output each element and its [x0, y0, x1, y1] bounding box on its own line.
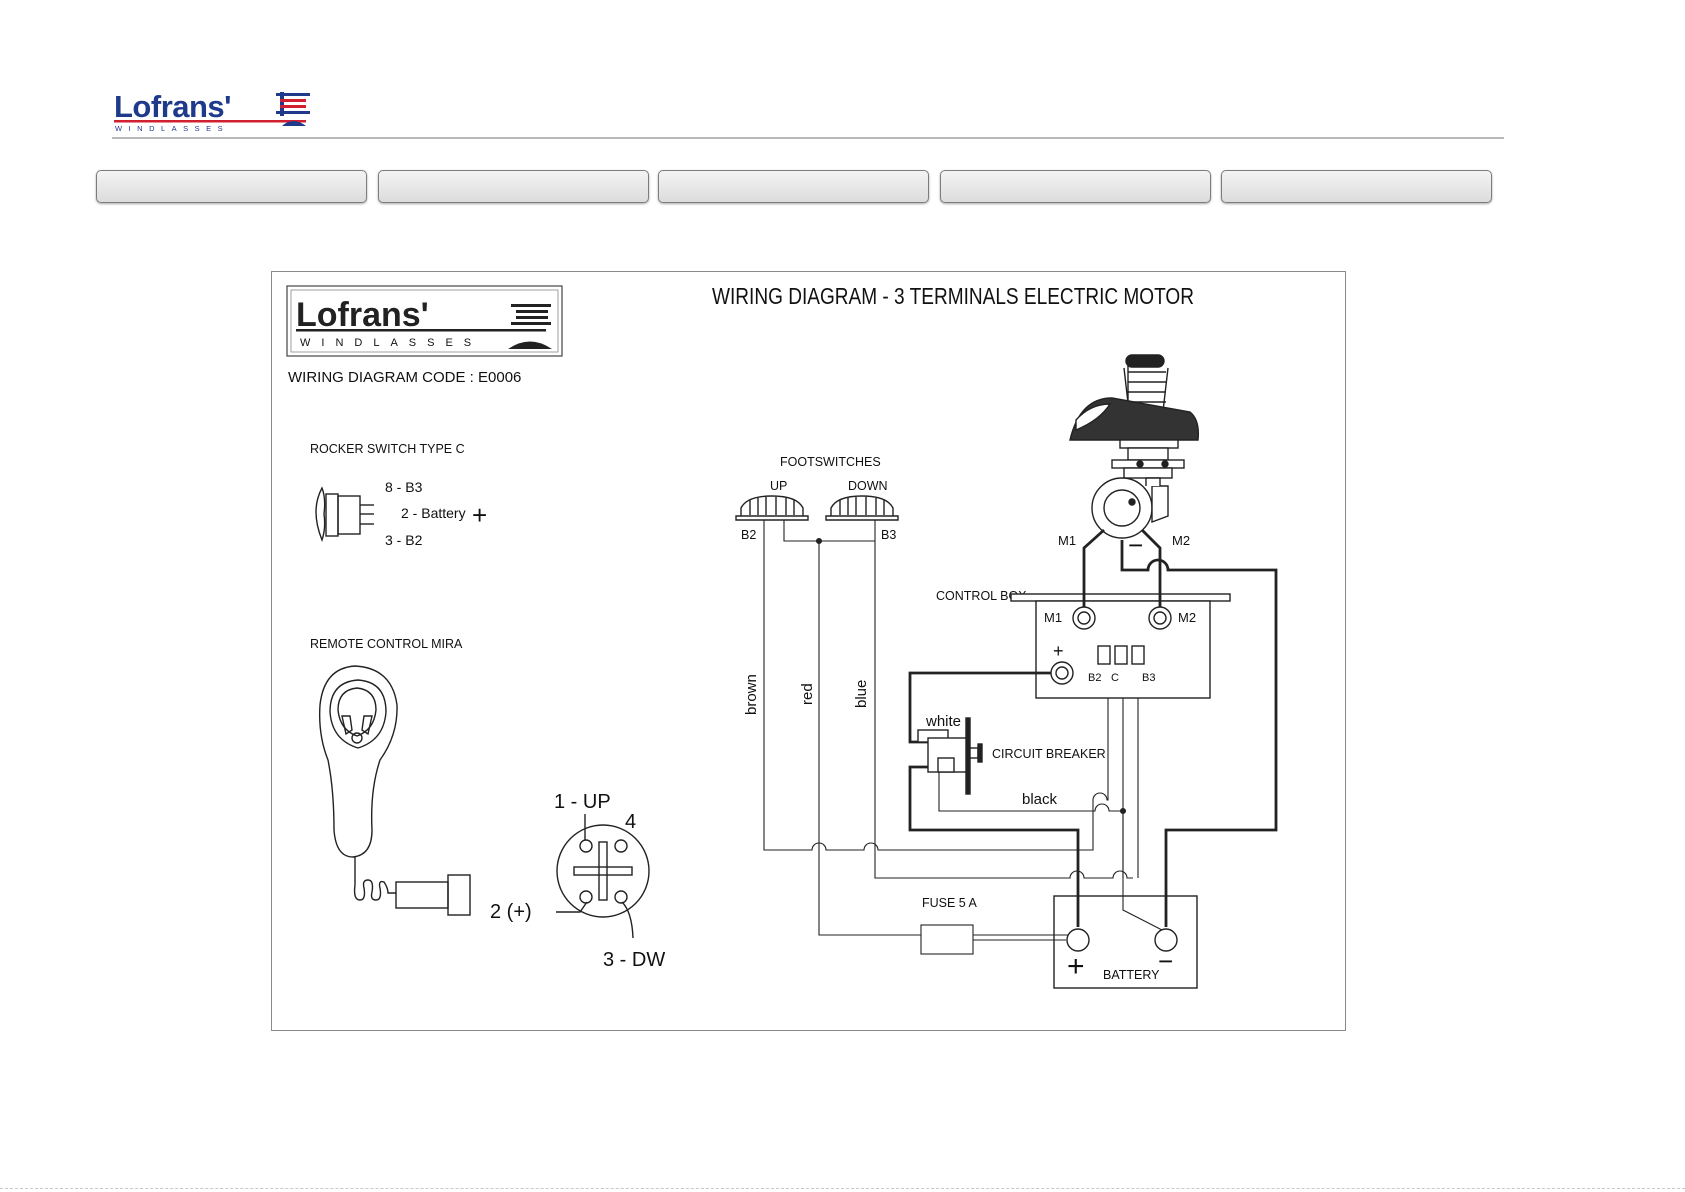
logo-tagline: WINDLASSES	[115, 124, 229, 132]
diagram-logo-wordmark: Lofrans'	[296, 296, 429, 334]
logo-wordmark: Lofrans'	[114, 89, 231, 124]
footswitch-wiring	[763, 520, 1163, 945]
diagram-logo-spool-icon	[508, 304, 552, 349]
circuit-breaker-label: CIRCUIT BREAKER	[992, 747, 1106, 761]
footswitch-b2-label: B2	[741, 528, 756, 542]
battery-label: BATTERY	[1103, 968, 1160, 982]
control-box-c-label: C	[1111, 672, 1119, 684]
control-box-m2-label: M2	[1178, 610, 1196, 625]
rocker-pin-3-b2: 3 - B2	[385, 532, 423, 548]
diagram-frame	[271, 271, 1346, 1031]
control-box-plus-sign: +	[1053, 641, 1064, 661]
fuse-icon	[920, 924, 1066, 955]
control-box-b2-label: B2	[1088, 672, 1101, 684]
control-box-m1-label: M1	[1044, 610, 1062, 625]
rocker-pin-2-battery: 2 - Battery	[401, 505, 466, 521]
wiring-diagram: Lofrans' WINDLASSES WIRING DIAGRAM - 3 T…	[286, 283, 1278, 989]
diagram-code: WIRING DIAGRAM CODE : E0006	[288, 369, 521, 386]
circuit-breaker-icon	[917, 717, 983, 795]
battery-plus-sign: +	[1067, 950, 1085, 983]
windlass-icon	[1069, 354, 1200, 539]
wire-brown-label: brown	[743, 674, 760, 715]
rocker-pin-8-b3: 8 - B3	[385, 479, 423, 495]
remote-title: REMOTE CONTROL MIRA	[310, 637, 463, 651]
footswitch-down-icon	[825, 495, 899, 521]
wire-white-label: white	[925, 713, 961, 730]
nav-button-2[interactable]	[378, 170, 649, 203]
lofrans-logo: Lofrans' WINDLASSES	[114, 89, 310, 132]
page-bottom-rule	[0, 1188, 1685, 1189]
diagram-logo-tagline: WINDLASSES	[300, 337, 482, 349]
header-divider	[112, 137, 1504, 139]
battery-icon	[1053, 895, 1198, 989]
control-box-b3-label: B3	[1142, 672, 1155, 684]
rocker-plus-sign: +	[472, 500, 487, 530]
diagram-title: WIRING DIAGRAM - 3 TERMINALS ELECTRIC MO…	[712, 283, 1194, 309]
remote-connector-icon	[556, 814, 650, 939]
diagram-logo: Lofrans' WINDLASSES	[286, 285, 563, 357]
motor-m2-label: M2	[1172, 533, 1190, 548]
rocker-switch-icon	[315, 486, 374, 543]
remote-pin-3-dw: 3 - DW	[603, 949, 665, 971]
logo-spool-icon	[276, 92, 310, 126]
remote-pin-1-up: 1 - UP	[554, 791, 611, 813]
control-box	[1010, 593, 1231, 699]
motor-minus-sign: −	[1128, 530, 1143, 560]
nav-button-4[interactable]	[940, 170, 1211, 203]
rocker-switch-title: ROCKER SWITCH TYPE C	[310, 442, 465, 456]
remote-pin-2-plus: 2 (+)	[490, 901, 532, 923]
remote-control-icon	[318, 665, 471, 916]
fuse-label: FUSE 5 A	[922, 896, 978, 910]
wire-black-label: black	[1022, 791, 1058, 808]
footswitch-up-icon	[735, 495, 809, 521]
footswitch-down-label: DOWN	[848, 479, 888, 493]
remote-pin-4: 4	[625, 811, 636, 833]
nav-button-5[interactable]	[1221, 170, 1492, 203]
control-box-label: CONTROL BOX	[936, 589, 1027, 603]
footswitches-title: FOOTSWITCHES	[780, 455, 881, 469]
wire-blue-label: blue	[853, 680, 870, 708]
footswitch-b3-label: B3	[881, 528, 896, 542]
footswitch-up-label: UP	[770, 479, 787, 493]
wire-red-label: red	[799, 683, 816, 705]
nav-button-1[interactable]	[96, 170, 367, 203]
battery-minus-sign: −	[1158, 946, 1173, 976]
motor-m1-label: M1	[1058, 533, 1076, 548]
nav-button-3[interactable]	[658, 170, 929, 203]
